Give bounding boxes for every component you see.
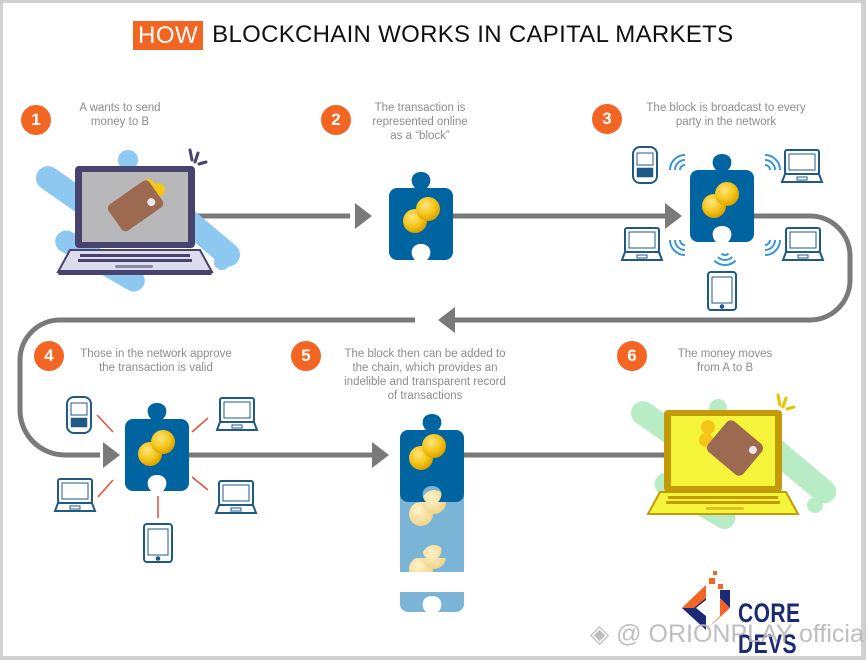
step-caption-3: The block is broadcast to every party in… (646, 102, 806, 128)
wallet-icon (107, 180, 164, 232)
step-caption-6: The money moves from A to B (677, 348, 773, 374)
laptop-icon (782, 227, 824, 261)
phone-icon (632, 146, 658, 184)
step-2-block (389, 172, 453, 260)
step-badge-3: 3 (592, 104, 622, 134)
phone-icon (66, 396, 92, 434)
wave-icon (669, 154, 686, 171)
laptop-sender-illustration (35, 148, 240, 292)
page-title: HOW BLOCKCHAIN WORKS IN CAPITAL MARKETS (133, 20, 733, 50)
laptop-icon (216, 397, 258, 431)
approval-arrows (96, 414, 209, 518)
wave-icon (669, 239, 686, 256)
step-badge-6: 6 (617, 341, 647, 371)
laptop-icon (781, 149, 823, 183)
step-caption-1: A wants to send money to B (79, 102, 161, 128)
watermark-diamond-icon: ◈ (590, 620, 617, 648)
arrowhead-icon (103, 442, 120, 468)
arrowhead-icon (372, 442, 389, 468)
tablet-icon (707, 271, 737, 311)
arrow-curve-to-4 (17, 317, 415, 458)
step-5-chain (395, 414, 465, 612)
step-3-broadcast (621, 146, 824, 311)
wave-icon (764, 154, 781, 171)
wave-icon (713, 249, 737, 273)
title-highlight: HOW (133, 20, 204, 50)
step-badge-2: 2 (321, 105, 351, 135)
laptop-icon (215, 480, 257, 514)
title-text: BLOCKCHAIN WORKS IN CAPITAL MARKETS (212, 21, 734, 48)
arrowhead-icon (438, 307, 455, 333)
laptop-icon (621, 227, 663, 261)
laptop-receiver-illustration (630, 393, 837, 529)
step-caption-5: The block then can be added to the chain… (344, 348, 506, 402)
laptop-icon (54, 478, 96, 512)
core-devs-logo-text: CORE DEVS (738, 598, 801, 659)
step-4-approval (54, 396, 258, 563)
core-devs-logo-icon (682, 571, 730, 630)
arrow-3-to-4-return (455, 213, 853, 323)
step-badge-4: 4 (34, 341, 64, 371)
wave-icon (764, 239, 781, 256)
step-badge-5: 5 (291, 341, 321, 371)
watermark: ◈ @ ORIONPLAY official (590, 619, 866, 649)
arrowhead-icon (665, 203, 682, 229)
tablet-icon (143, 523, 173, 563)
wallet-icon (706, 420, 764, 476)
step-caption-2: The transaction is represented online as… (372, 102, 468, 142)
arrowhead-icon (355, 203, 372, 229)
step-badge-1: 1 (21, 105, 51, 135)
watermark-text: @ ORIONPLAY official (616, 620, 866, 648)
step-caption-4: Those in the network approve the transac… (80, 348, 232, 374)
